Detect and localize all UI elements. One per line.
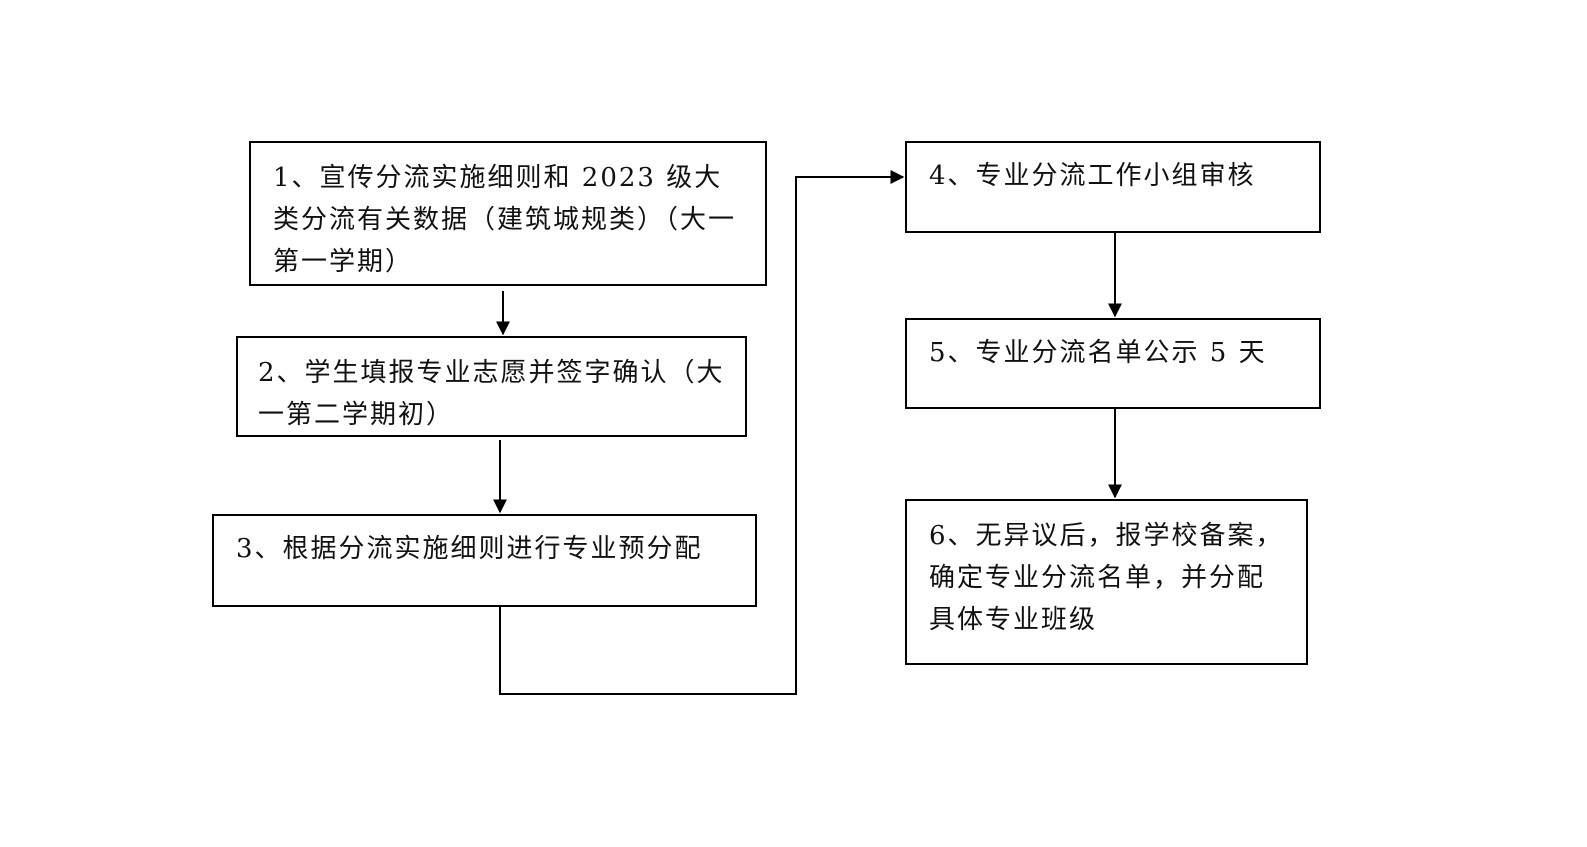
step-5-box: 5、专业分流名单公示 5 天 <box>905 318 1321 409</box>
step-1-box: 1、宣传分流实施细则和 2023 级大类分流有关数据（建筑城规类）（大一第一学期… <box>249 141 767 286</box>
arrow-3-to-4 <box>499 170 905 695</box>
step-4-text: 4、专业分流工作小组审核 <box>929 161 1256 191</box>
step-3-box: 3、根据分流实施细则进行专业预分配 <box>212 514 757 607</box>
step-3-text: 3、根据分流实施细则进行专业预分配 <box>236 534 703 564</box>
step-5-text: 5、专业分流名单公示 5 天 <box>929 338 1267 368</box>
step-6-box: 6、无异议后，报学校备案，确定专业分流名单，并分配具体专业班级 <box>905 499 1308 665</box>
step-1-text: 1、宣传分流实施细则和 2023 级大类分流有关数据（建筑城规类）（大一第一学期… <box>273 163 737 277</box>
step-4-box: 4、专业分流工作小组审核 <box>905 141 1321 233</box>
step-6-text: 6、无异议后，报学校备案，确定专业分流名单，并分配具体专业班级 <box>929 521 1284 635</box>
step-2-text: 2、学生填报专业志愿并签字确认（大一第二学期初） <box>258 358 725 430</box>
step-2-box: 2、学生填报专业志愿并签字确认（大一第二学期初） <box>236 336 747 437</box>
